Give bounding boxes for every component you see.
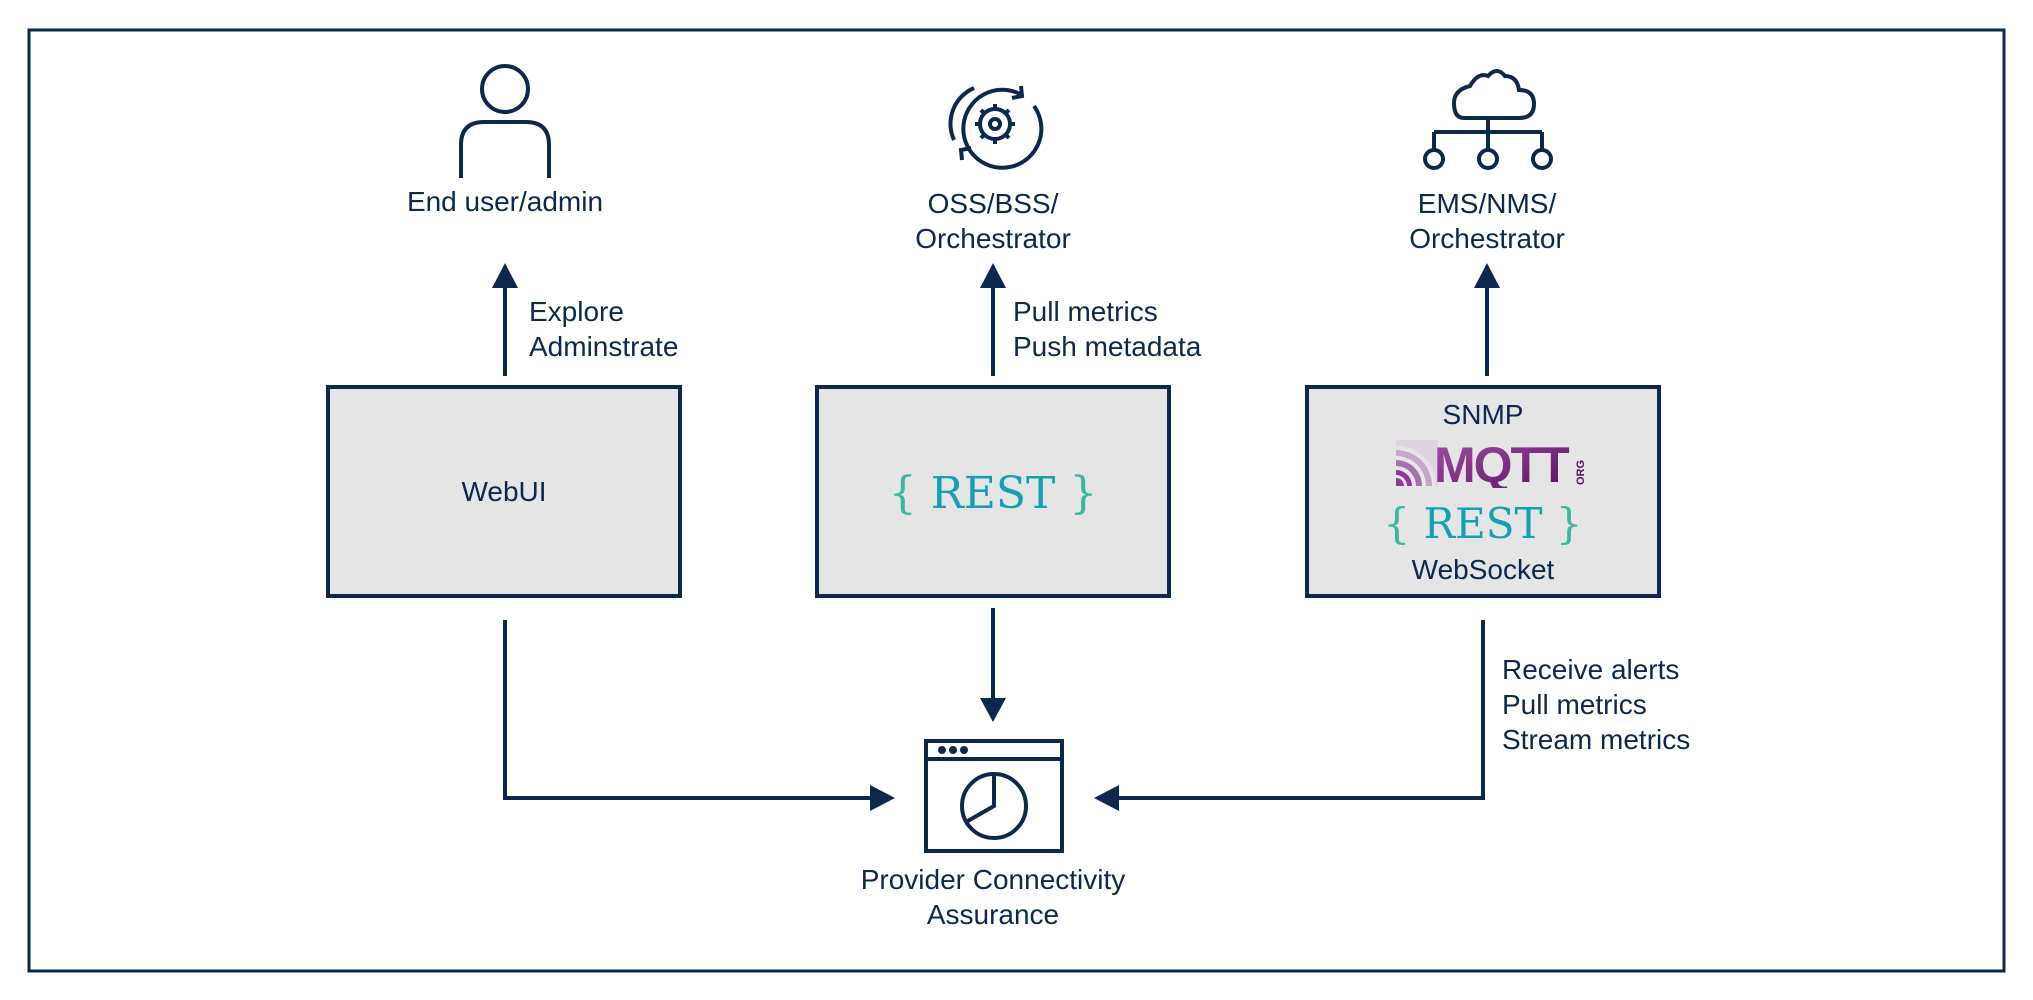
- ems-nms-label-line1: EMS/NMS/: [1417, 188, 1557, 219]
- rest-brace-open: {: [888, 468, 917, 519]
- oss-bss-label-line2: Orchestrator: [915, 223, 1071, 254]
- outer-frame: [27, 28, 2006, 973]
- pca-label-line2: Assurance: [926, 899, 1060, 930]
- rest-logo: { REST }: [819, 469, 1167, 519]
- protocols-rest-brace-open: {: [1383, 499, 1411, 548]
- webui-box: WebUI: [326, 385, 682, 598]
- ems-nms-label-line2: Orchestrator: [1409, 223, 1565, 254]
- gear-sync-icon: [948, 85, 1044, 170]
- arrow-rest-to-oss: [980, 263, 1006, 376]
- protocols-rest-text: REST: [1423, 499, 1543, 548]
- pca-label-line1: Provider Connectivity: [860, 864, 1126, 895]
- arrow-protocols-to-pca: [1094, 620, 1485, 811]
- rest-brace-close: }: [1069, 468, 1098, 519]
- arrow-webui-to-pca: [503, 620, 895, 811]
- dashboard-window-icon: [924, 739, 1064, 853]
- rest-text: REST: [930, 468, 1056, 519]
- protocols-rest-brace-close: }: [1555, 499, 1583, 548]
- edge-label-adminstrate: Adminstrate: [529, 331, 679, 362]
- mqtt-waves-icon: [1396, 440, 1438, 486]
- edge-label-stream-metrics: Stream metrics: [1502, 724, 1691, 755]
- protocols-rest-logo: { REST }: [1309, 501, 1657, 547]
- edge-label-push-metadata: Push metadata: [1013, 331, 1202, 362]
- arrow-protocols-to-ems: [1474, 263, 1500, 376]
- mqtt-logo: MQTT ORG: [1396, 438, 1587, 488]
- mqtt-text: MQTT: [1434, 438, 1569, 488]
- mqtt-suffix: ORG: [1575, 460, 1587, 485]
- snmp-label: SNMP: [1442, 399, 1524, 430]
- arrow-rest-to-pca: [980, 608, 1006, 722]
- cloud-network-icon: [1423, 69, 1553, 170]
- protocols-box: SNMP { REST } WebSocket: [1305, 385, 1661, 598]
- webui-label: WebUI: [461, 476, 547, 507]
- rest-box: { REST }: [815, 385, 1171, 598]
- edge-label-explore: Explore: [529, 296, 624, 327]
- websocket-label: WebSocket: [1411, 554, 1555, 585]
- user-icon: [459, 64, 551, 178]
- end-user-label: End user/admin: [406, 186, 604, 217]
- edge-label-pull-metrics: Pull metrics: [1013, 296, 1158, 327]
- arrow-webui-to-user: [492, 263, 518, 376]
- edge-label-pull-metrics-2: Pull metrics: [1502, 689, 1647, 720]
- oss-bss-label-line1: OSS/BSS/: [927, 188, 1059, 219]
- edge-label-receive-alerts: Receive alerts: [1502, 654, 1680, 685]
